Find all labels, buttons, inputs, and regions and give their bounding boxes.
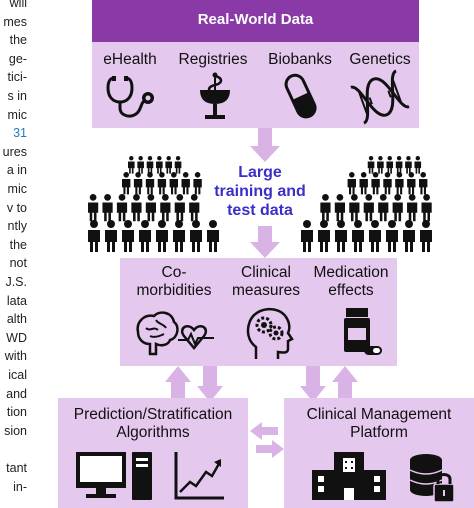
clinical-measures-line-2: measures bbox=[231, 282, 301, 299]
management-line-2: Platform bbox=[350, 424, 408, 441]
source-label-ehealth: eHealth bbox=[103, 51, 157, 68]
left-text-line: tion bbox=[6, 405, 27, 420]
left-text-line: mes bbox=[3, 14, 27, 29]
test-tube-icon bbox=[284, 73, 317, 119]
left-text-line: ntly bbox=[7, 219, 27, 234]
clinical-measures-label: Clinical measures bbox=[228, 264, 304, 300]
clinical-measures-line-1: Clinical bbox=[241, 264, 291, 281]
left-text-line: sion bbox=[4, 423, 27, 438]
arrow-rwd-to-training bbox=[250, 128, 280, 162]
dna-icon bbox=[350, 69, 410, 125]
left-text-line: ge- bbox=[8, 51, 27, 66]
computer-icon bbox=[76, 452, 152, 500]
arrow-bidirectional-horizontal bbox=[250, 422, 284, 458]
medication-effects-line-1: Medication bbox=[313, 264, 389, 281]
arrow-training-to-outcomes bbox=[250, 226, 280, 258]
prediction-label: Prediction/Stratification Algorithms bbox=[58, 406, 248, 442]
pill-bottle-icon bbox=[344, 308, 382, 355]
secure-database-icon bbox=[409, 454, 455, 503]
training-line-2: training and bbox=[214, 183, 306, 200]
arrows-outcomes-to-management bbox=[300, 366, 358, 404]
crowd-right-icon bbox=[301, 156, 432, 252]
hospital-icon bbox=[312, 452, 386, 500]
arrows-outcomes-to-prediction bbox=[165, 366, 223, 404]
brain-heart-icon bbox=[136, 311, 214, 356]
source-label-genetics: Genetics bbox=[349, 51, 411, 68]
left-text-line: J.S. bbox=[5, 275, 27, 289]
stethoscope-icon bbox=[106, 76, 154, 118]
prediction-line-2: Algorithms bbox=[116, 424, 190, 441]
caduceus-icon bbox=[200, 72, 230, 119]
left-text-line: and bbox=[6, 386, 27, 401]
left-text-line: mic bbox=[7, 107, 27, 122]
left-text-line: with bbox=[4, 349, 27, 364]
prediction-line-1: Prediction/Stratification bbox=[73, 406, 233, 423]
left-text-line: tici- bbox=[7, 70, 27, 85]
real-world-data-header: Real-World Data bbox=[92, 0, 419, 42]
left-text-line: in- bbox=[13, 479, 27, 494]
medication-effects-label: Medication effects bbox=[308, 264, 394, 300]
comorbidities-line-2: morbidities bbox=[136, 282, 212, 299]
management-label: Clinical Management Platform bbox=[284, 406, 474, 442]
source-label-registries: Registries bbox=[178, 51, 248, 68]
left-text-line: the bbox=[9, 237, 27, 252]
left-text-line: ical bbox=[8, 368, 27, 382]
training-line-1: Large bbox=[238, 164, 282, 181]
real-world-data-panel: Real-World Data bbox=[92, 0, 419, 128]
comorbidities-line-1: Co- bbox=[161, 264, 187, 281]
medication-effects-line-2: effects bbox=[328, 282, 374, 299]
left-text-line: lata bbox=[6, 293, 27, 308]
left-text-line: mic bbox=[7, 182, 27, 196]
training-line-3: test data bbox=[227, 202, 293, 219]
left-text-line: will bbox=[9, 0, 27, 10]
real-world-data-title: Real-World Data bbox=[197, 11, 314, 28]
head-gears-icon bbox=[246, 308, 294, 359]
trend-chart-icon bbox=[174, 452, 224, 500]
source-label-biobanks: Biobanks bbox=[268, 51, 332, 68]
crowd-left-icon bbox=[88, 156, 219, 252]
left-paper-text: will mes the ge-tici-s in mic 31 ures a in mic v … bbox=[0, 0, 30, 508]
left-text-line: s in bbox=[7, 89, 27, 103]
left-text-line: WD bbox=[6, 330, 27, 345]
left-text-line: 31 bbox=[13, 126, 27, 141]
left-text-line: not bbox=[9, 256, 27, 271]
left-text-line: tant bbox=[6, 461, 27, 475]
left-text-line: v to bbox=[6, 200, 27, 215]
left-text-line: the bbox=[9, 33, 27, 48]
left-text-line: ures bbox=[2, 144, 27, 159]
left-text-line: a in bbox=[6, 163, 27, 178]
management-line-1: Clinical Management bbox=[306, 406, 452, 423]
comorbidities-label: Co- morbidities bbox=[124, 264, 224, 300]
left-text-line: alth bbox=[6, 312, 27, 327]
training-data-text: Large training and test data bbox=[200, 163, 320, 220]
